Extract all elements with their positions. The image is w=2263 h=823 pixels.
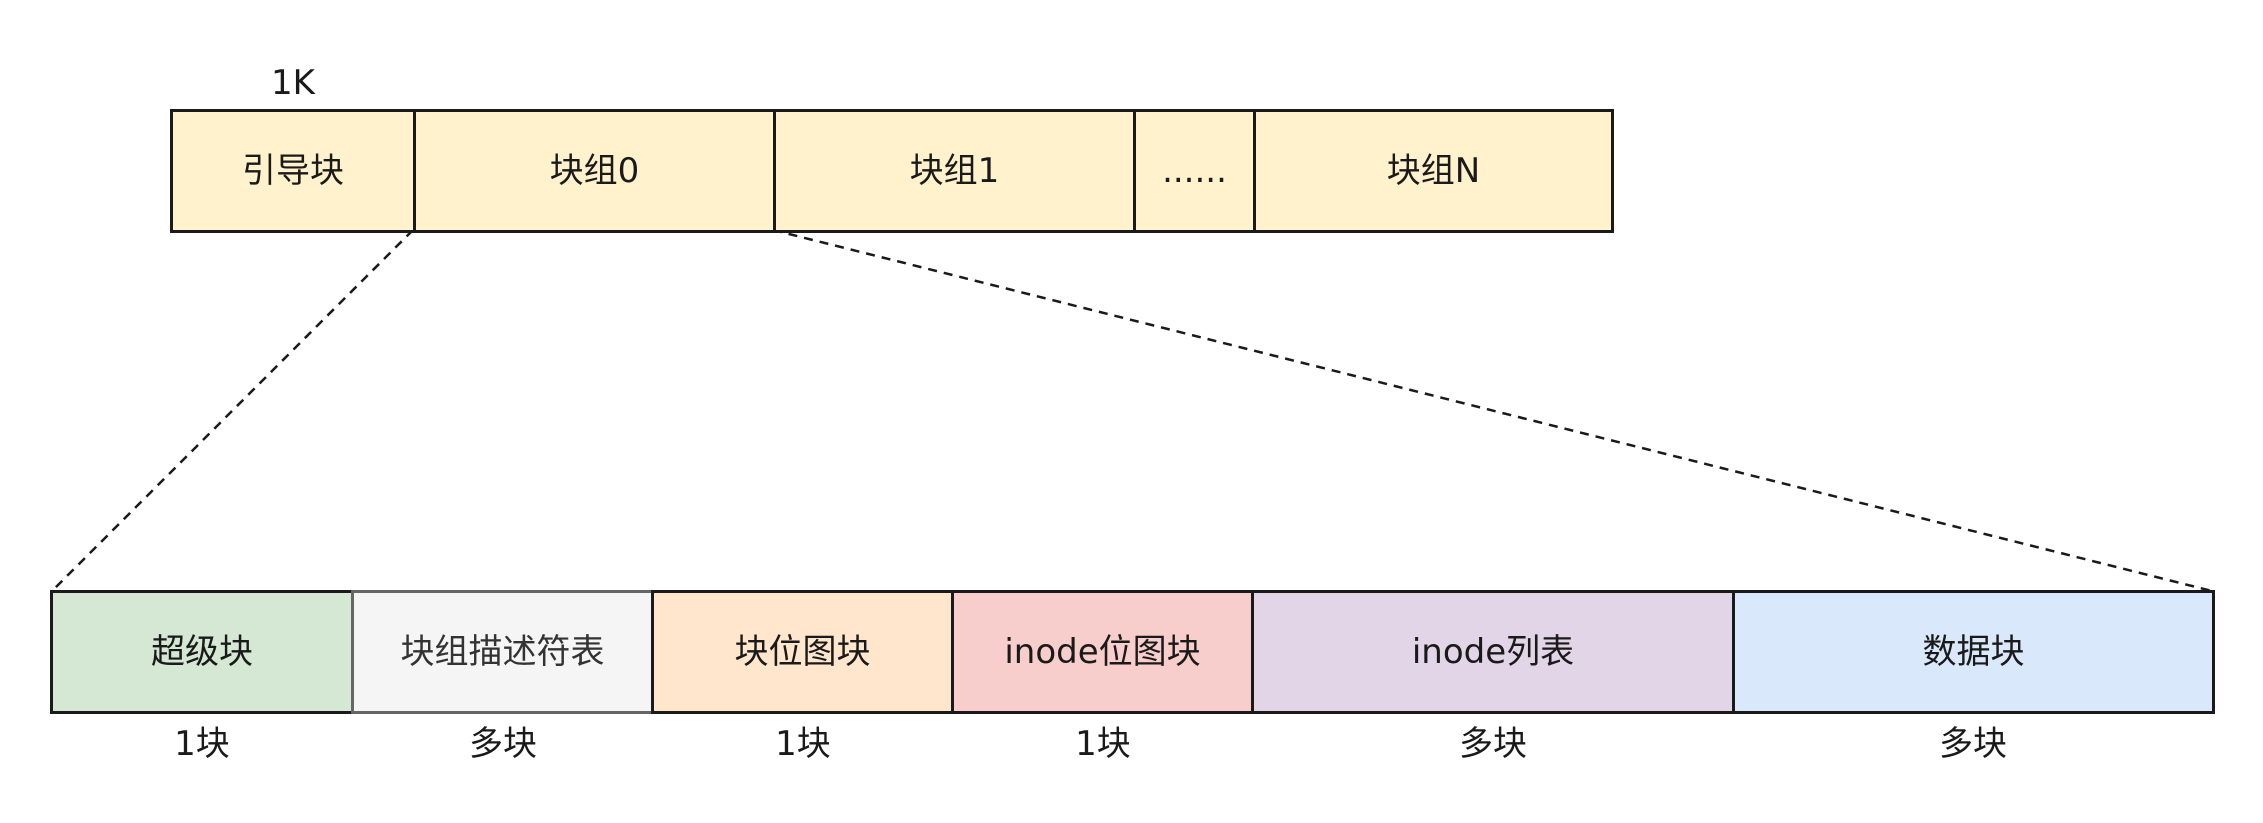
block-group-1: 块组1 <box>773 109 1136 233</box>
block-size-label: 1K <box>271 63 315 103</box>
block-bitmap: 块位图块 <box>651 590 954 714</box>
inode-table-count: 多块 <box>1459 724 1527 764</box>
superblock: 超级块 <box>50 590 354 714</box>
block-group-0: 块组0 <box>413 109 776 233</box>
expansion-line-right <box>772 228 2213 593</box>
data-blocks-count: 多块 <box>1939 724 2007 764</box>
boot-block: 引导块 <box>170 109 416 233</box>
block-bitmap-count: 1块 <box>775 724 831 764</box>
group-descriptor-table-count: 多块 <box>469 724 537 764</box>
inode-table: inode列表 <box>1251 590 1735 714</box>
superblock-count: 1块 <box>174 724 230 764</box>
block-group-n: 块组N <box>1253 109 1614 233</box>
inode-bitmap-count: 1块 <box>1075 724 1131 764</box>
inode-bitmap: inode位图块 <box>951 590 1254 714</box>
expansion-line-left <box>51 229 414 592</box>
block-group-ellipsis: ...... <box>1133 109 1256 233</box>
group-descriptor-table: 块组描述符表 <box>351 590 654 714</box>
data-blocks: 数据块 <box>1732 590 2215 714</box>
